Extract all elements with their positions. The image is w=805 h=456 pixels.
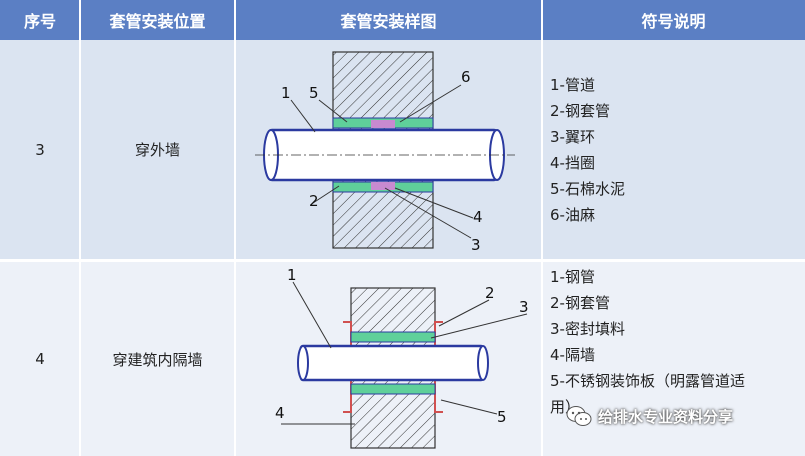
label-4: 4 <box>275 404 285 422</box>
leader-1 <box>292 281 332 349</box>
legend-item: 3-密封填料 <box>550 320 625 338</box>
leader-4 <box>394 187 474 219</box>
wechat-icon <box>566 406 592 426</box>
row4-position: 穿建筑内隔墙 <box>80 262 235 456</box>
legend-item: 3-翼环 <box>550 128 595 146</box>
legend-item: 4-挡圈 <box>550 154 595 172</box>
leader-3 <box>384 187 472 239</box>
row3-position: 穿外墙 <box>80 40 235 259</box>
ring-bottom <box>371 182 395 190</box>
legend-item: 2-钢套管 <box>550 102 610 120</box>
label-1: 1 <box>287 266 297 284</box>
watermark: 给排水专业资料分享 <box>566 405 733 427</box>
leader-1 <box>290 99 316 133</box>
outer-wall-sleeve-diagram: 1 2 3 4 5 6 <box>255 51 515 254</box>
row3-number: 3 <box>0 40 80 259</box>
packing-top <box>350 331 436 343</box>
header-index: 序号 <box>0 0 80 40</box>
label-5: 5 <box>497 408 507 426</box>
row4-legend: 1-钢管 2-钢套管 3-密封填料 4-隔墙 5-不锈钢装饰板（明露管道适 用） <box>550 264 745 420</box>
inner-wall-sleeve-diagram: 1 2 3 4 5 <box>275 266 529 449</box>
pipe <box>299 344 485 382</box>
legend-item: 5-不锈钢装饰板（明露管道适 <box>550 372 745 390</box>
label-6: 6 <box>461 68 471 86</box>
leader-5 <box>318 99 348 123</box>
header-position: 套管安装位置 <box>80 0 235 40</box>
ring-top <box>371 120 395 128</box>
row4-diagram-cell: 1 2 3 4 5 <box>235 262 542 456</box>
leader-5 <box>440 399 498 415</box>
packing-bottom <box>350 383 436 395</box>
header-diagram: 套管安装样图 <box>235 0 542 40</box>
row3-legend-cell: 1-管道 2-钢套管 3-翼环 4-挡圈 5-石棉水泥 6-油麻 <box>542 40 805 259</box>
legend-item: 6-油麻 <box>550 206 595 224</box>
divider <box>79 0 81 456</box>
leader-2 <box>438 299 490 327</box>
row3-legend: 1-管道 2-钢套管 3-翼环 4-挡圈 5-石棉水泥 6-油麻 <box>550 72 625 228</box>
legend-item: 4-隔墙 <box>550 346 595 364</box>
label-1: 1 <box>281 84 291 102</box>
pipe-end-right <box>477 345 489 381</box>
label-2: 2 <box>485 284 495 302</box>
leader-2 <box>312 185 340 204</box>
header-legend: 符号说明 <box>542 0 805 40</box>
leader-6 <box>399 84 462 123</box>
legend-item: 1-管道 <box>550 76 595 94</box>
legend-item: 2-钢套管 <box>550 294 610 312</box>
divider <box>234 0 236 456</box>
legend-item: 5-石棉水泥 <box>550 180 625 198</box>
legend-item: 1-钢管 <box>550 268 595 286</box>
label-5: 5 <box>309 84 319 102</box>
label-2: 2 <box>309 192 319 210</box>
label-3: 3 <box>519 298 529 316</box>
row3-diagram-cell: 1 2 3 4 5 6 <box>235 40 542 259</box>
row4-number: 4 <box>0 262 80 456</box>
divider <box>541 0 543 456</box>
label-4: 4 <box>473 208 483 226</box>
label-3: 3 <box>471 236 481 254</box>
divider <box>0 259 805 262</box>
watermark-text: 给排水专业资料分享 <box>598 407 734 426</box>
leader-3 <box>430 313 528 339</box>
pipe-end-left <box>297 345 309 381</box>
